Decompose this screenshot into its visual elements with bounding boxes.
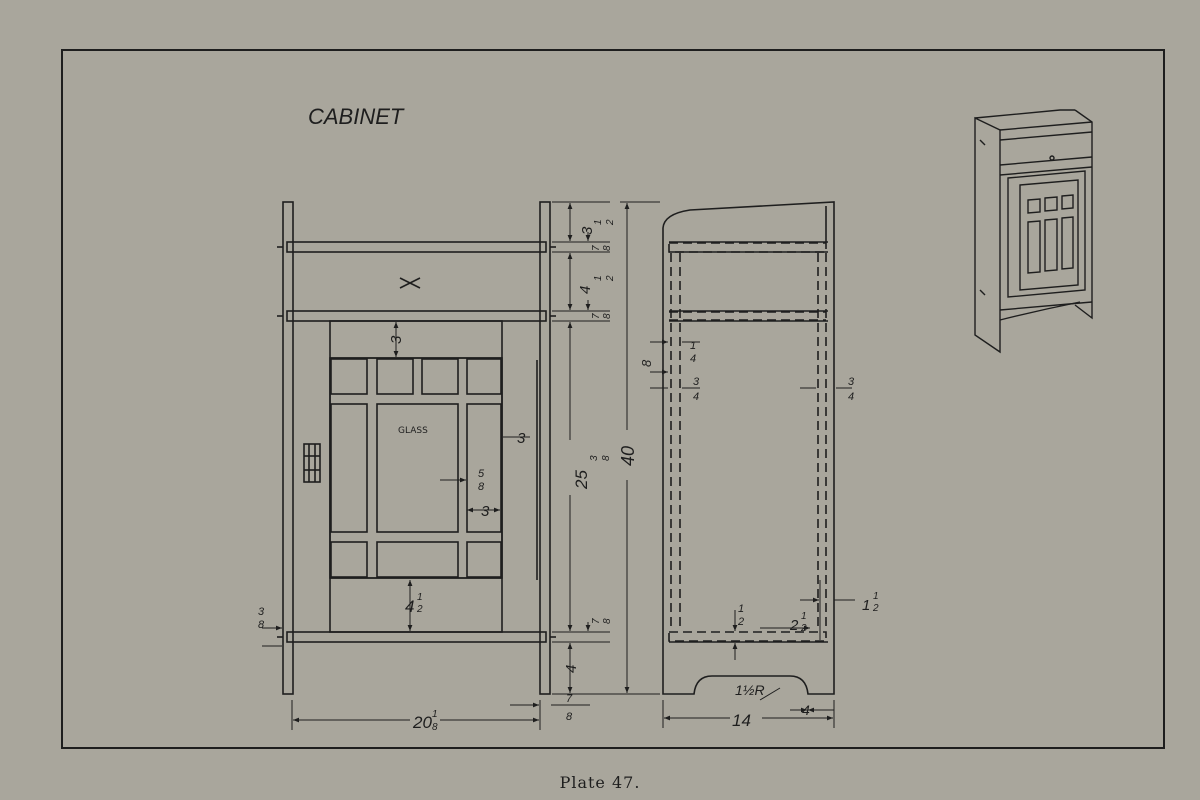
dim-half-den: 2 bbox=[737, 616, 744, 628]
drawing-title: CABINET bbox=[308, 104, 405, 129]
dim-5-8-num: 5 bbox=[478, 468, 485, 480]
side-hidden-lines bbox=[668, 242, 827, 642]
dim-1-half-whole: 1 bbox=[862, 597, 870, 614]
front-middle-shelf bbox=[286, 310, 547, 322]
door-frame bbox=[329, 320, 503, 633]
dim-3-side-stile: 3 bbox=[517, 430, 526, 447]
dim-7-8b-num: 7 bbox=[591, 313, 602, 319]
side-dimensions bbox=[650, 339, 855, 728]
side-panel-outline bbox=[662, 201, 835, 695]
dim-width-whole: 20 bbox=[412, 713, 432, 732]
dim-3-4b-num: 3 bbox=[848, 376, 855, 388]
dim-25-whole: 25 bbox=[572, 470, 591, 490]
dim-7-8c-den: 8 bbox=[602, 618, 613, 624]
dim-4-half-whole: 4 bbox=[405, 597, 414, 616]
front-dimensions bbox=[262, 322, 541, 730]
dim-2-half-den: 2 bbox=[800, 623, 807, 634]
dim-25-den: 8 bbox=[601, 455, 612, 461]
front-top-shelf bbox=[286, 241, 547, 253]
dim-3-mullion: 3 bbox=[481, 503, 490, 520]
dim-4-base: 4 bbox=[563, 665, 580, 673]
dim-3-4a-num: 3 bbox=[693, 376, 700, 388]
front-elevation bbox=[277, 201, 556, 695]
dim-4-half-den: 2 bbox=[416, 604, 423, 615]
dim-8: 8 bbox=[639, 359, 654, 367]
height-dimension-labels: 3 1 2 7 8 4 1 2 7 8 25 3 8 7 8 4 40 7 8 bbox=[563, 219, 638, 723]
dim-width-num: 1 bbox=[432, 709, 438, 720]
dim-7-8a-den: 8 bbox=[602, 245, 613, 251]
dim-3-half-den: 2 bbox=[605, 219, 616, 226]
isometric-sketch bbox=[974, 109, 1093, 354]
front-left-post bbox=[282, 201, 294, 695]
front-dimension-labels: 3 3 3 5 8 4 1 2 3 8 20 1 8 bbox=[258, 335, 526, 733]
dim-4-half-h-num: 1 bbox=[593, 275, 604, 281]
dim-half-num: 1 bbox=[738, 603, 744, 615]
hinge bbox=[303, 443, 321, 483]
front-bottom-shelf bbox=[286, 631, 547, 643]
dim-3-half-num: 1 bbox=[593, 219, 604, 225]
plate-caption: Plate 47. bbox=[560, 773, 641, 792]
dim-1-half-den: 2 bbox=[872, 603, 879, 614]
dim-3-8-num: 3 bbox=[258, 606, 265, 618]
glass-label: GLASS bbox=[398, 426, 428, 436]
dim-4-half-h-whole: 4 bbox=[577, 286, 594, 294]
dim-2-half-num: 1 bbox=[801, 611, 807, 622]
dim-side-width: 14 bbox=[732, 711, 751, 730]
height-dimensions bbox=[510, 201, 660, 708]
dim-1-4-den: 4 bbox=[690, 353, 696, 365]
dim-40-overall: 40 bbox=[618, 446, 638, 466]
dim-3-half-whole: 3 bbox=[579, 226, 596, 235]
dim-4-half-h-den: 2 bbox=[605, 275, 616, 282]
front-right-post bbox=[539, 201, 551, 695]
dim-3-8-den: 8 bbox=[258, 619, 265, 631]
dim-7-8a-num: 7 bbox=[591, 245, 602, 251]
dim-4-half-num: 1 bbox=[417, 592, 423, 603]
dim-5-8-den: 8 bbox=[478, 481, 485, 493]
side-elevation bbox=[662, 201, 835, 695]
side-dimension-labels: 1 4 8 3 4 3 4 1 1 2 1 2 2 1 2 1½R 4 14 bbox=[639, 340, 879, 730]
dim-width-den: 8 bbox=[432, 722, 438, 733]
dim-7-8d-den: 8 bbox=[566, 711, 573, 723]
dim-7-8d-num: 7 bbox=[566, 693, 573, 705]
dim-1-half-num: 1 bbox=[873, 591, 879, 602]
dim-3-top-rail: 3 bbox=[388, 335, 405, 344]
dim-2-half-whole: 2 bbox=[789, 617, 799, 634]
plate-border bbox=[61, 49, 1165, 749]
dim-7-8b-den: 8 bbox=[602, 313, 613, 319]
dim-7-8c-num: 7 bbox=[591, 618, 602, 624]
dim-radius: 1½R bbox=[735, 682, 765, 698]
glass-panel bbox=[376, 403, 459, 533]
dim-4-foot: 4 bbox=[802, 702, 810, 718]
dim-3-4b-den: 4 bbox=[848, 391, 854, 403]
dim-3-4a-den: 4 bbox=[693, 391, 699, 403]
dim-1-4-num: 1 bbox=[690, 340, 696, 352]
dim-25-num: 3 bbox=[589, 455, 600, 461]
